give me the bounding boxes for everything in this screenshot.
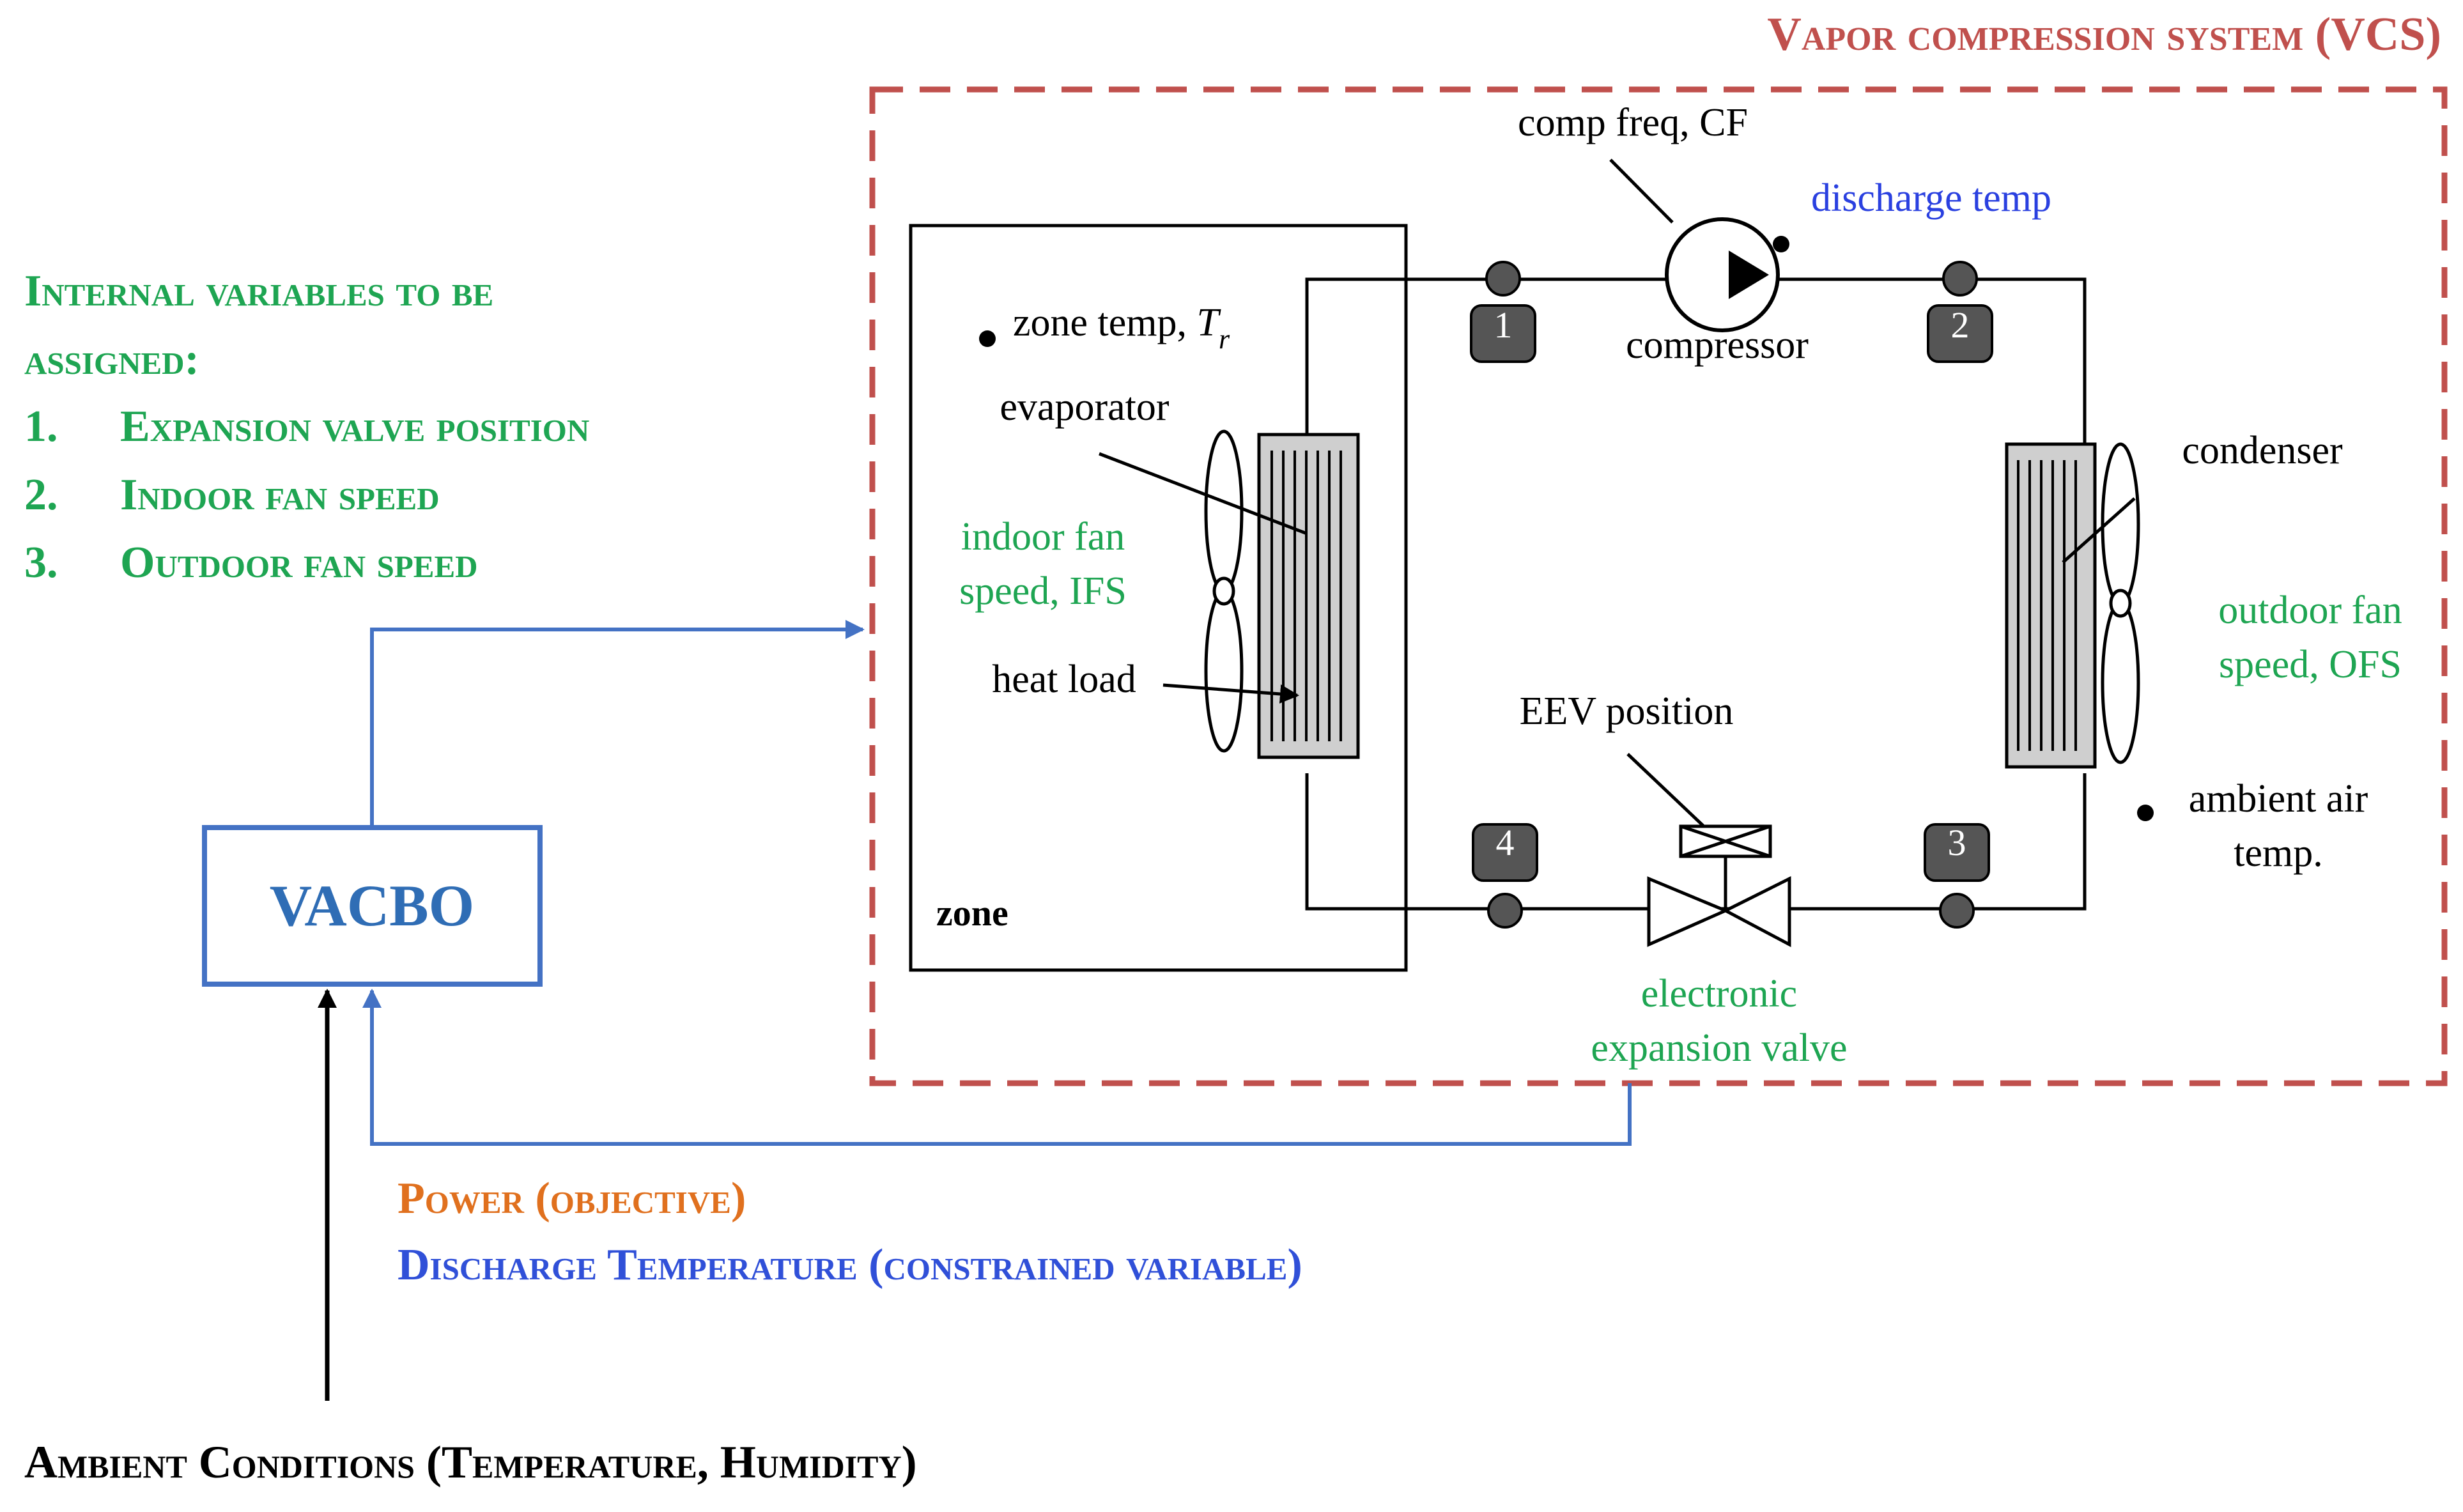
discharge-sensor-dot (1773, 236, 1789, 252)
zone-temp-sensor-dot (979, 330, 996, 347)
eev-label-line2: expansion valve (1591, 1026, 1847, 1070)
evaporator-leader (1099, 452, 1308, 536)
indoor-fan-label-line2: speed, IFS (959, 569, 1127, 613)
condenser-leader (2062, 497, 2136, 564)
condenser-label: condenser (2182, 429, 2343, 472)
heat-load-arrow (1162, 683, 1299, 704)
compressor-label: compressor (1626, 323, 1809, 367)
comp-freq-leader (1609, 158, 1674, 224)
node-3-label: 3 (1948, 822, 1966, 863)
discharge-temp-label: discharge temp (1811, 176, 2051, 220)
node-1-marker: 1 (1470, 261, 1536, 363)
internal-item-2: Indoor fan speed (120, 470, 440, 520)
eev-position-label: EEV position (1520, 690, 1734, 733)
evaporator-coil (1257, 433, 1360, 759)
evaporator-label: evaporator (1000, 385, 1169, 429)
internal-item-3: Outdoor fan speed (120, 538, 478, 587)
node-3-marker: 3 (1924, 822, 1990, 929)
vacbo-to-vcs-arrow (370, 620, 865, 828)
compressor-icon (1665, 217, 1780, 332)
power-output-label: Power (objective) (398, 1174, 746, 1223)
internal-item-1: Expansion valve position (120, 402, 589, 451)
node-2-label: 2 (1951, 304, 1970, 346)
internal-item-1-num: 1. (24, 402, 58, 451)
node-4-label: 4 (1496, 822, 1515, 863)
eev-position-leader (1626, 753, 1704, 827)
vcs-title: Vapor compression system (VCS) (1767, 8, 2441, 61)
ambient-air-label-line2: temp. (2234, 831, 2322, 875)
internal-item-3-num: 3. (24, 538, 58, 587)
ambient-conditions-label: Ambient Conditions (Temperature, Humidit… (24, 1437, 917, 1488)
heat-load-label: heat load (992, 658, 1136, 701)
zone-temp-text: zone temp, (1013, 301, 1197, 344)
eev-label-line1: electronic (1641, 972, 1797, 1015)
zone-temp-subscript: r (1219, 323, 1230, 355)
outdoor-fan-label-line1: outdoor fan (2218, 589, 2402, 632)
internal-heading-line1: Internal variables to be (24, 266, 493, 316)
vcs-boundary (869, 86, 2448, 1086)
node-1-label: 1 (1494, 304, 1513, 346)
zone-label: zone (936, 892, 1008, 934)
outdoor-fan-icon (2101, 442, 2140, 764)
internal-heading-line2: assigned: (24, 335, 199, 384)
feedback-arrow (362, 989, 1632, 1146)
node-2-marker: 2 (1927, 261, 1993, 363)
zone-temp-symbol: T (1197, 301, 1222, 344)
comp-freq-label: comp freq, CF (1518, 101, 1748, 144)
ambient-air-sensor-dot (2137, 805, 2154, 821)
indoor-fan-icon (1204, 429, 1244, 753)
condenser-coil (2005, 442, 2097, 769)
zone-box (909, 224, 1408, 972)
ambient-air-label-line1: ambient air (2189, 777, 2368, 821)
zone-temp-label: zone temp, Tr (1013, 301, 1230, 355)
expansion-valve-icon (1647, 824, 1791, 948)
node-4-marker: 4 (1472, 822, 1538, 929)
indoor-fan-label-line1: indoor fan (961, 515, 1125, 559)
internal-item-2-num: 2. (24, 470, 58, 520)
vacbo-label: VACBO (270, 873, 474, 938)
outdoor-fan-label-line2: speed, OFS (2219, 643, 2402, 686)
discharge-output-label: Discharge Temperature (constrained varia… (398, 1240, 1302, 1290)
